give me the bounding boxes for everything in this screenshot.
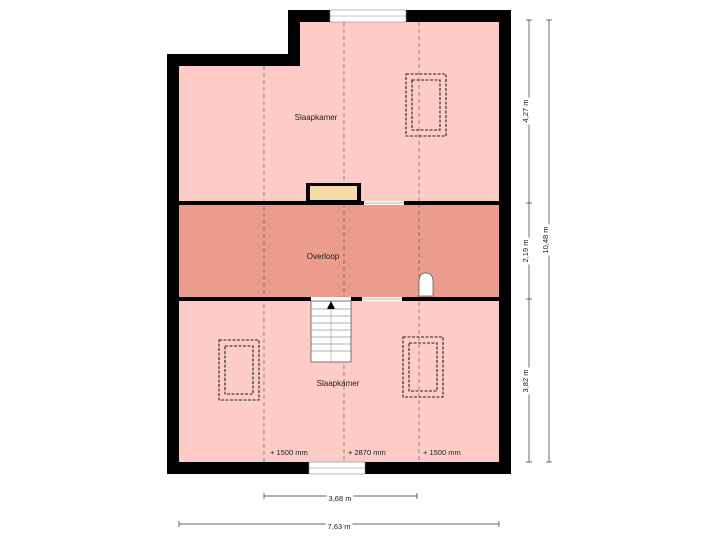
dim-inner-width: 3,68 m xyxy=(329,494,352,503)
dim-bottom-height: 3,82 m xyxy=(521,370,530,393)
dim-top-height: 4,27 m xyxy=(521,100,530,123)
skylight-top xyxy=(405,73,447,137)
height-label-right: + 1500 mm xyxy=(423,448,461,457)
skylight-bottom-left xyxy=(218,339,260,401)
dim-total-height: 10,48 m xyxy=(541,226,550,253)
room-middle-fill xyxy=(179,205,499,297)
skylight-bottom-right xyxy=(402,336,444,398)
toilet-icon xyxy=(418,272,434,297)
dim-middle-height: 2,19 m xyxy=(521,240,530,263)
height-lines xyxy=(263,22,420,462)
room-label-top: Slaapkamer xyxy=(295,113,338,122)
room-top-fill xyxy=(179,22,499,201)
room-label-middle: Overloop xyxy=(307,252,340,261)
height-label-center: + 2870 mm xyxy=(348,448,386,457)
stair-arrow-icon xyxy=(327,301,335,309)
stair-opening xyxy=(311,297,351,301)
staircase xyxy=(310,300,352,363)
height-label-left: + 1500 mm xyxy=(270,448,308,457)
dim-total-width: 7,63 m xyxy=(328,522,351,531)
room-label-bottom: Slaapkamer xyxy=(317,379,360,388)
